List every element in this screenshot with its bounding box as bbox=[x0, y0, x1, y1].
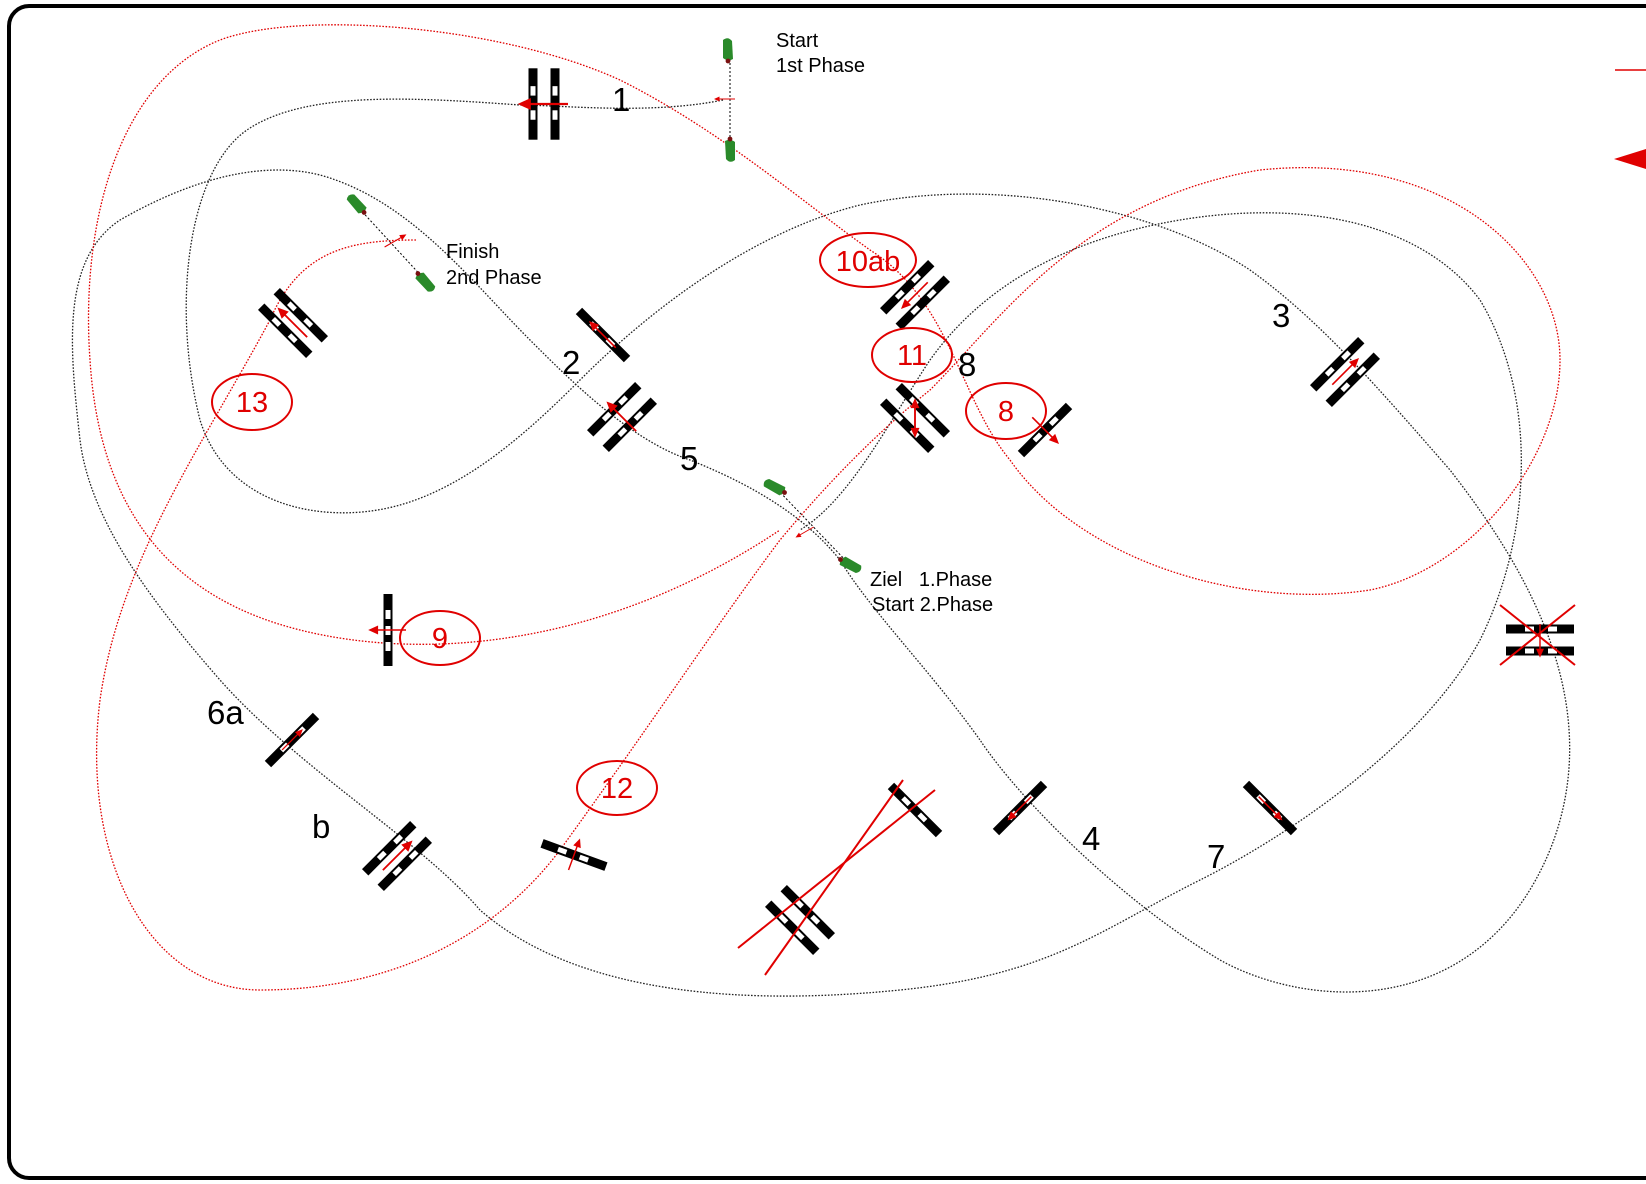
obstacle-12 bbox=[540, 836, 608, 873]
label-12: 12 bbox=[601, 773, 633, 805]
finish-phase-label: 2nd Phase bbox=[446, 267, 542, 289]
circle-12 bbox=[576, 760, 658, 816]
circle-8 bbox=[965, 382, 1047, 440]
start-flag-bottom-icon bbox=[725, 136, 735, 162]
label-7: 7 bbox=[1207, 838, 1225, 875]
circle-11 bbox=[871, 327, 953, 383]
obstacle-6a bbox=[264, 712, 320, 768]
start-2-label: Start 2.Phase bbox=[872, 594, 993, 616]
obstacle-4 bbox=[992, 780, 1048, 836]
legend-arrow-icon bbox=[1614, 149, 1646, 169]
obstacle-2 bbox=[575, 307, 631, 363]
start-direction-arrow-icon bbox=[713, 96, 736, 102]
obstacle-9 bbox=[367, 594, 407, 666]
label-11: 11 bbox=[897, 340, 927, 372]
cross-line-3 bbox=[737, 789, 936, 949]
obstacle-7 bbox=[1242, 780, 1298, 836]
finish-line-2 bbox=[356, 205, 426, 281]
label-10ab: 10ab bbox=[836, 246, 901, 278]
circle-9 bbox=[399, 610, 481, 666]
label-8-phase2: 8 bbox=[998, 396, 1014, 428]
label-5: 5 bbox=[680, 440, 698, 477]
ziel-flag-top-icon bbox=[762, 476, 790, 499]
start-phase-label: 1st Phase bbox=[776, 55, 865, 77]
crossing-arrow-icon bbox=[793, 524, 816, 541]
start-label: Start bbox=[776, 30, 819, 52]
obstacle-3 bbox=[1310, 337, 1380, 407]
finish-flag-bottom-icon bbox=[412, 268, 437, 295]
label-13: 13 bbox=[236, 387, 268, 419]
obstacle-crossed-bottom bbox=[765, 885, 835, 955]
circle-10ab bbox=[819, 232, 917, 288]
cross-line-4 bbox=[764, 779, 904, 976]
obstacle-6b bbox=[362, 821, 432, 891]
label-9: 9 bbox=[432, 623, 448, 655]
obstacle-1 bbox=[516, 68, 570, 140]
phase1-track bbox=[71, 98, 1571, 997]
finish-label: Finish bbox=[446, 241, 499, 263]
label-8: 8 bbox=[958, 346, 976, 383]
phase2-track bbox=[87, 24, 1561, 991]
label-6b: b bbox=[312, 808, 330, 845]
label-1: 1 bbox=[612, 81, 630, 118]
label-3: 3 bbox=[1272, 297, 1290, 334]
cross-line-2 bbox=[1499, 604, 1576, 666]
start-flag-top-icon bbox=[723, 38, 733, 64]
label-4: 4 bbox=[1082, 820, 1100, 857]
label-2: 2 bbox=[562, 344, 580, 381]
obstacle-8 bbox=[879, 382, 951, 454]
label-6a: 6a bbox=[207, 694, 244, 731]
diagram-border bbox=[7, 4, 1646, 1180]
obstacle-5 bbox=[582, 377, 660, 455]
ziel-flag-bottom-icon bbox=[835, 553, 863, 576]
finish-flag-top-icon bbox=[345, 191, 370, 218]
ziel-label: Ziel 1.Phase bbox=[870, 569, 992, 591]
circle-13 bbox=[211, 373, 293, 431]
ziel-line-1 bbox=[774, 486, 851, 566]
